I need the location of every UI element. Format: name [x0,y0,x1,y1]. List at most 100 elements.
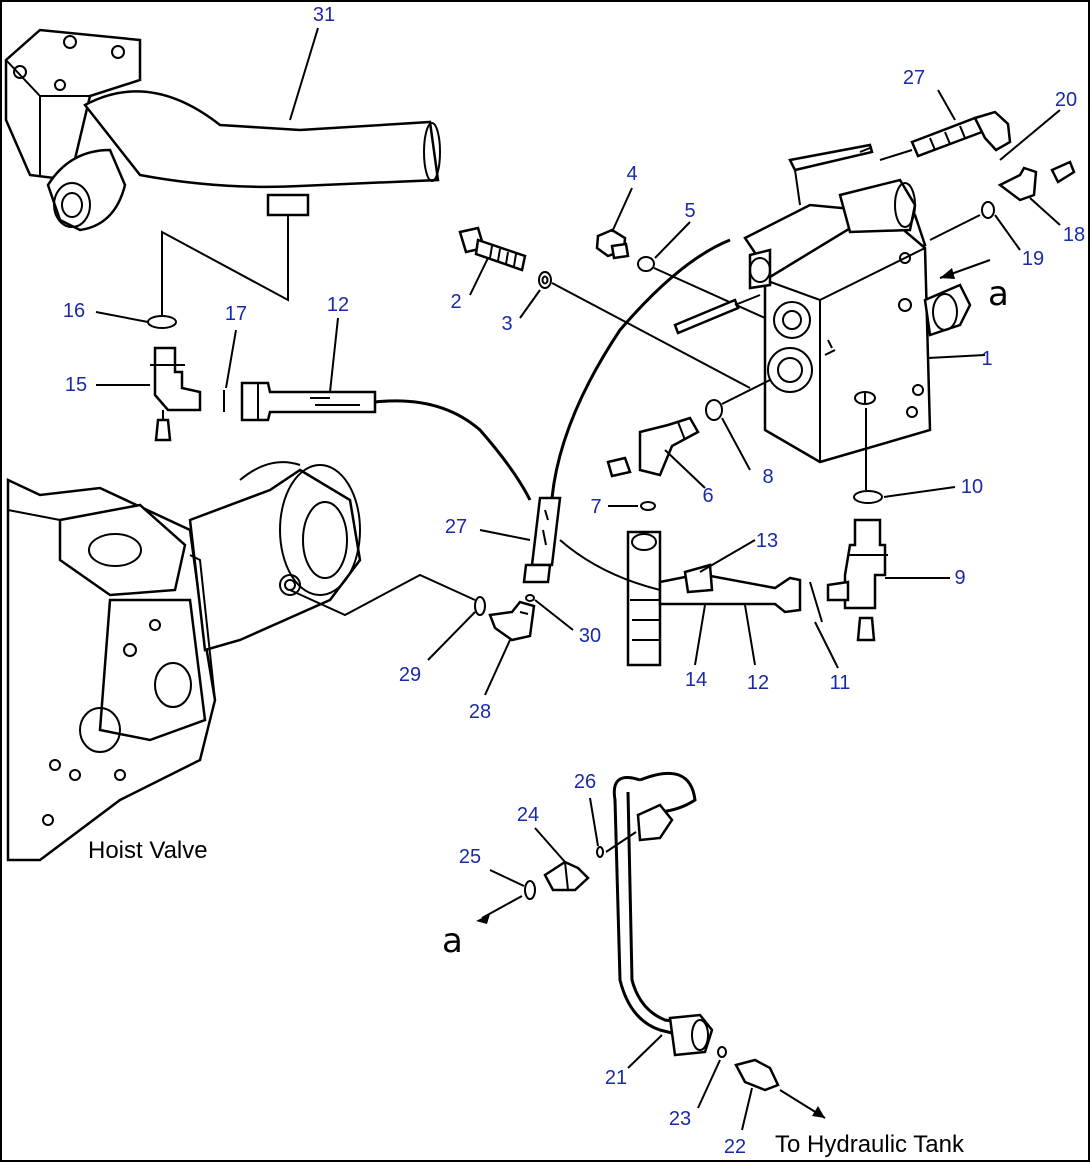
callout-4: 4 [626,163,637,185]
leader-12-left [329,317,339,393]
callout-line-29 [289,573,476,617]
callout-9: 9 [954,567,965,589]
callout-27-center: 27 [445,516,467,538]
leader-25 [489,869,525,887]
part-31-tube-bracket [4,28,441,315]
leader-18 [1029,197,1061,226]
part-16-oring [147,315,177,329]
leader-19 [994,214,1021,251]
part-10-oring [853,490,883,504]
callout-1: 1 [981,348,992,370]
callout-15: 15 [65,374,87,396]
callout-6: 6 [702,485,713,507]
part-4-plug [595,228,630,260]
callout-19: 19 [1022,248,1044,270]
part-26-oring [596,846,604,858]
bolt-axis-line [551,282,751,389]
leader-2 [469,257,489,296]
callout-27-top: 27 [903,67,925,89]
leader-3 [519,289,541,319]
callout-2: 2 [450,291,461,313]
label-to-hydraulic-tank: To Hydraulic Tank [775,1131,965,1158]
label-hoist-valve: Hoist Valve [88,837,208,864]
leader-27-center [479,529,531,541]
callout-8: 8 [762,466,773,488]
callout-24: 24 [517,804,539,826]
part-12-hose-right [559,530,802,667]
callout-20: 20 [1055,89,1077,111]
connector-a-arrow-bottom [481,895,523,919]
plug-axis-line [653,267,766,319]
connector-a-label-top: a [988,274,1009,314]
callout-12-left: 12 [327,294,349,316]
part-12-hose-left [240,381,532,501]
hoist-valve-body [6,461,362,862]
leader-24 [534,827,566,863]
leader-11 [814,621,839,669]
callout-18: 18 [1063,224,1085,246]
callout-23: 23 [669,1108,691,1130]
leader-6 [664,449,706,489]
callout-5: 5 [684,200,695,222]
connector-a-label-bottom: a [442,921,463,961]
leader-8 [721,417,751,471]
callout-29: 29 [399,664,421,686]
leader-29 [427,611,476,661]
leader-28 [484,639,511,696]
leader-31 [289,27,319,121]
fitting-axis-line [929,214,981,241]
part-19-oring [981,201,995,219]
callout-16: 16 [63,300,85,322]
part-2-bolt [458,226,527,272]
leader-20 [999,109,1061,161]
callout-28: 28 [469,701,491,723]
leader-26 [589,797,599,847]
leader-12-right [744,604,756,666]
callout-30: 30 [579,625,601,647]
callout-7: 7 [590,496,601,518]
callout-17: 17 [225,303,247,325]
part-24-fitting [543,860,590,892]
leader-1 [927,354,986,359]
leader-5 [654,221,691,259]
callout-3: 3 [501,313,512,335]
leader-30 [534,599,574,631]
callout-25: 25 [459,846,481,868]
part-27-hose-center [522,238,731,584]
part-1-valve-block [673,143,972,464]
arrow-head-top [940,268,955,279]
part-21-tube [612,771,714,1057]
part-15-elbow-fitting [150,346,202,442]
leader-13 [699,539,756,573]
leader-17 [225,329,237,389]
part-22-fitting [734,1058,780,1092]
leader-14 [694,604,706,666]
leader-21 [627,1034,663,1069]
part-3-washer [538,271,552,289]
callout-22: 22 [724,1136,746,1158]
part-8-oring [705,399,723,421]
callout-13: 13 [756,530,778,552]
part-11-gap-line [809,581,823,623]
part-29-oring [474,596,486,616]
callout-26: 26 [574,771,596,793]
part-6-elbow [606,416,700,478]
callout-10: 10 [961,476,983,498]
leader-4 [611,187,633,233]
part-30-oring [525,594,535,602]
part-9-elbow-fitting [826,518,888,642]
arrow-head-bottom [476,914,490,924]
callout-12-right: 12 [747,672,769,694]
leader-16 [95,311,149,323]
to-tank-arrow-head [812,1106,825,1118]
part-28-elbow [488,600,536,642]
part-23-oring [717,1046,727,1058]
part-7-oring [640,501,656,511]
callout-21: 21 [605,1067,627,1089]
leader-22 [741,1087,753,1131]
leader-27-top [937,89,956,121]
callout-31: 31 [313,4,335,26]
